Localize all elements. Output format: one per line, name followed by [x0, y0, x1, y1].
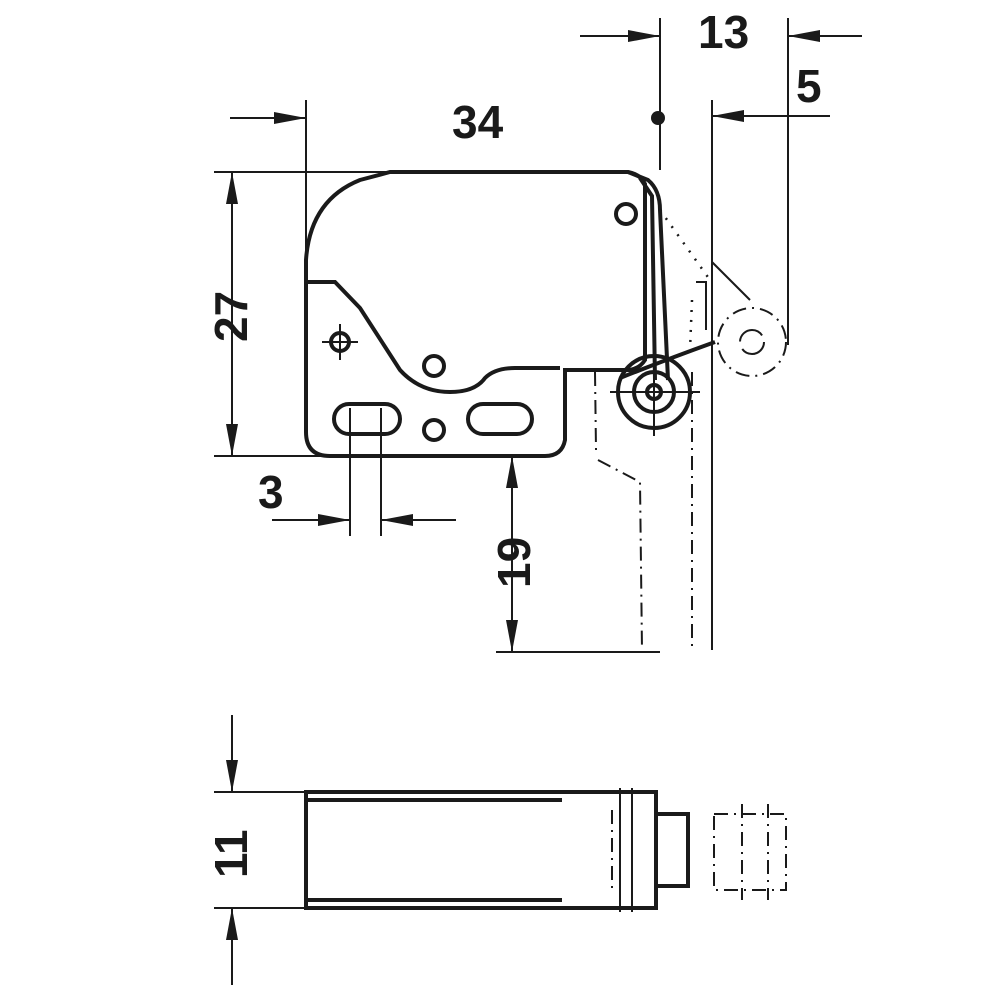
dim-label-11: 11 [205, 829, 257, 878]
dim-label-3: 3 [258, 466, 284, 518]
dimension-19 [496, 456, 660, 653]
dimension-5 [711, 100, 830, 650]
dimension-13 [580, 18, 862, 345]
dimension-27 [214, 171, 630, 457]
hole [422, 418, 446, 442]
hole [422, 354, 446, 378]
dim-label-5: 5 [796, 60, 822, 112]
dimension-34 [230, 100, 307, 290]
dim-label-13: 13 [698, 6, 749, 58]
dim-label-34: 34 [452, 96, 504, 148]
latch-top-view [214, 715, 787, 985]
dim-label-19: 19 [488, 537, 540, 588]
lever-open-position [594, 209, 787, 651]
latch-body-side-view [304, 170, 716, 458]
slot [466, 402, 534, 436]
hole [614, 202, 638, 226]
dimension-3 [272, 420, 456, 536]
slot [332, 402, 402, 436]
